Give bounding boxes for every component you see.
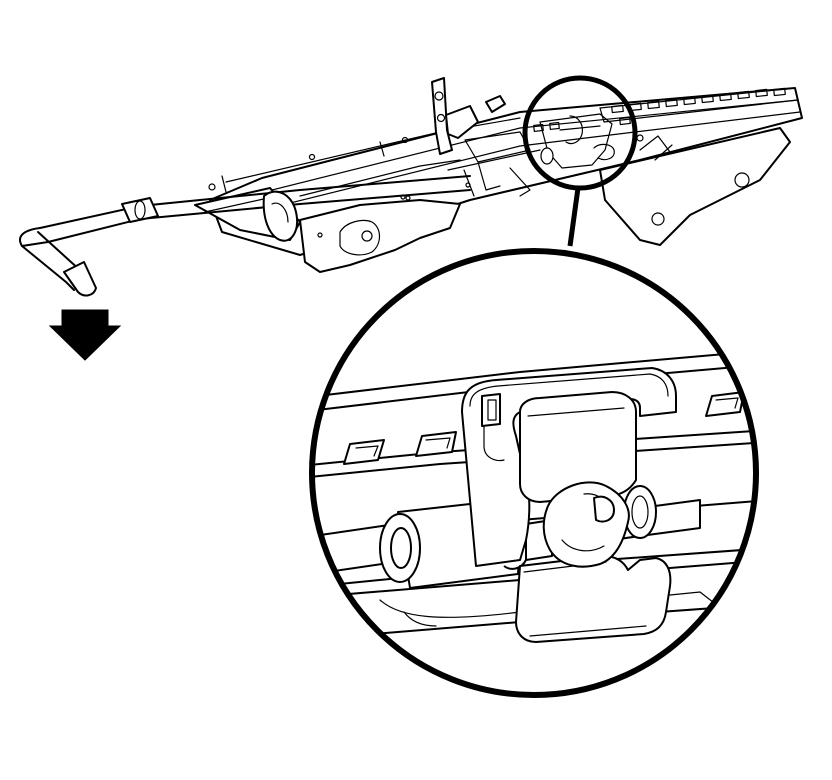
towel-bar: [19, 175, 471, 297]
release-lever: [431, 77, 506, 155]
right-mounting-plate: [599, 127, 791, 246]
detail-rail-slots: [343, 391, 745, 465]
detail-callout-ring-small: [522, 75, 638, 191]
detail-view: [309, 248, 759, 698]
detail-leader-line: [567, 187, 581, 247]
detail-callout-ring-large: [309, 248, 759, 698]
detail-latch-clip: [461, 367, 677, 643]
left-mounting-plate: [299, 194, 461, 273]
latch-area: [533, 113, 631, 169]
down-arrow-icon: [48, 309, 122, 361]
seat-track-assembly: [19, 77, 803, 297]
slotted-rail-strip: [599, 87, 799, 123]
